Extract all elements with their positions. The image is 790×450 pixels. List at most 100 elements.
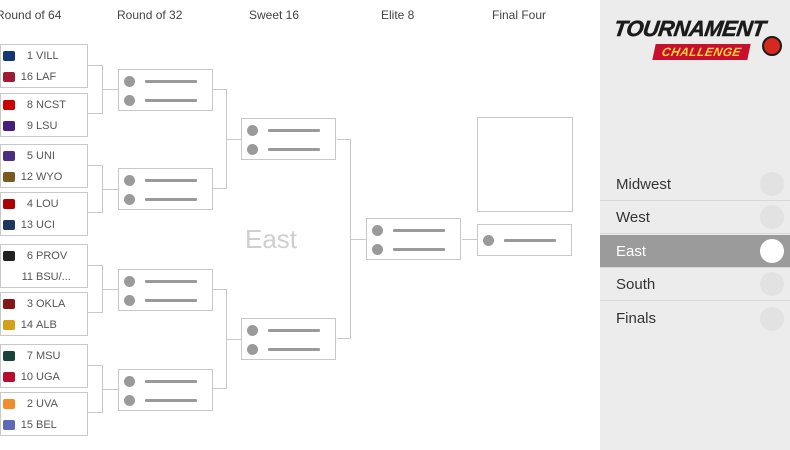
placeholder-line [145,379,197,383]
connector-line [103,389,118,390]
connector-line [103,189,118,190]
region-nav-west[interactable]: West [600,201,790,234]
team-seed: 13 [20,219,33,231]
team-logo-icon [3,351,15,361]
team-seed: 2 [26,398,33,410]
empty-slot[interactable] [119,189,212,209]
empty-slot[interactable] [367,220,460,240]
team-name: LAF [36,71,57,83]
team-seed: 6 [26,250,33,262]
placeholder-dot-icon [247,143,258,155]
placeholder-dot-icon [124,193,135,205]
team-logo-icon [3,199,15,209]
empty-slot[interactable] [242,139,335,159]
placeholder-dot-icon [124,294,135,306]
team-seed: 12 [20,171,33,183]
placeholder-dot-icon [483,234,494,246]
empty-slot[interactable] [119,90,212,110]
connector-line [103,289,118,290]
placeholder-dot-icon [124,394,135,406]
empty-slot[interactable] [242,120,335,140]
final-four-empty-box [477,117,573,212]
region-status-dot-icon [760,172,784,196]
empty-slot[interactable] [242,320,335,340]
team-name: UCI [36,219,55,231]
team-name: PROV [36,250,68,262]
region-status-dot-icon [760,272,784,296]
round-header-16: Sweet 16 [249,8,300,22]
connector-line [213,89,227,189]
empty-slot[interactable] [119,71,212,91]
placeholder-line [145,298,197,302]
team-seed: 3 [26,298,33,310]
placeholder-line [268,128,320,132]
team-seed: 9 [26,120,33,132]
placeholder-line [145,79,197,83]
empty-slot[interactable] [119,271,212,291]
empty-slot[interactable] [119,371,212,391]
region-nav-label: Midwest [616,175,672,193]
team-name: BSU/... [36,271,71,283]
team-name: UNI [36,150,55,162]
placeholder-dot-icon [372,243,383,255]
region-nav-label: West [616,208,650,226]
region-nav-south[interactable]: South [600,268,790,301]
team-logo-icon [3,151,15,161]
placeholder-dot-icon [124,94,135,106]
placeholder-line [268,147,320,151]
placeholder-dot-icon [247,324,258,336]
team-seed: 14 [20,319,33,331]
region-nav-finals[interactable]: Finals [600,302,790,335]
placeholder-line [145,398,197,402]
empty-slot[interactable] [119,390,212,410]
elite-8-matchup [366,218,461,260]
team-logo-icon [3,72,15,82]
basketball-icon [762,36,782,56]
round-header-32: Round of 32 [117,8,183,22]
team-logo-icon [3,399,15,409]
round-header-8: Elite 8 [381,8,415,22]
team-seed: 4 [26,198,33,210]
empty-matchup [118,168,213,210]
team-logo-icon [3,420,15,430]
connector-line [351,239,366,240]
placeholder-line [504,238,556,242]
team-logo-icon [3,121,15,131]
empty-slot[interactable] [478,230,571,250]
team-name: WYO [36,171,63,183]
logo-subtitle: CHALLENGE [652,44,751,60]
connector-line [88,265,103,313]
placeholder-line [268,347,320,351]
connector-line [227,339,241,340]
empty-slot[interactable] [242,339,335,359]
empty-slot[interactable] [367,239,460,259]
connector-line [88,65,103,114]
team-name: VILL [36,50,59,62]
connector-line [227,139,241,140]
empty-slot[interactable] [119,170,212,190]
region-nav-midwest[interactable]: Midwest [600,168,790,201]
region-nav-east[interactable]: East [600,235,790,268]
empty-slot[interactable] [119,290,212,310]
placeholder-line [268,328,320,332]
